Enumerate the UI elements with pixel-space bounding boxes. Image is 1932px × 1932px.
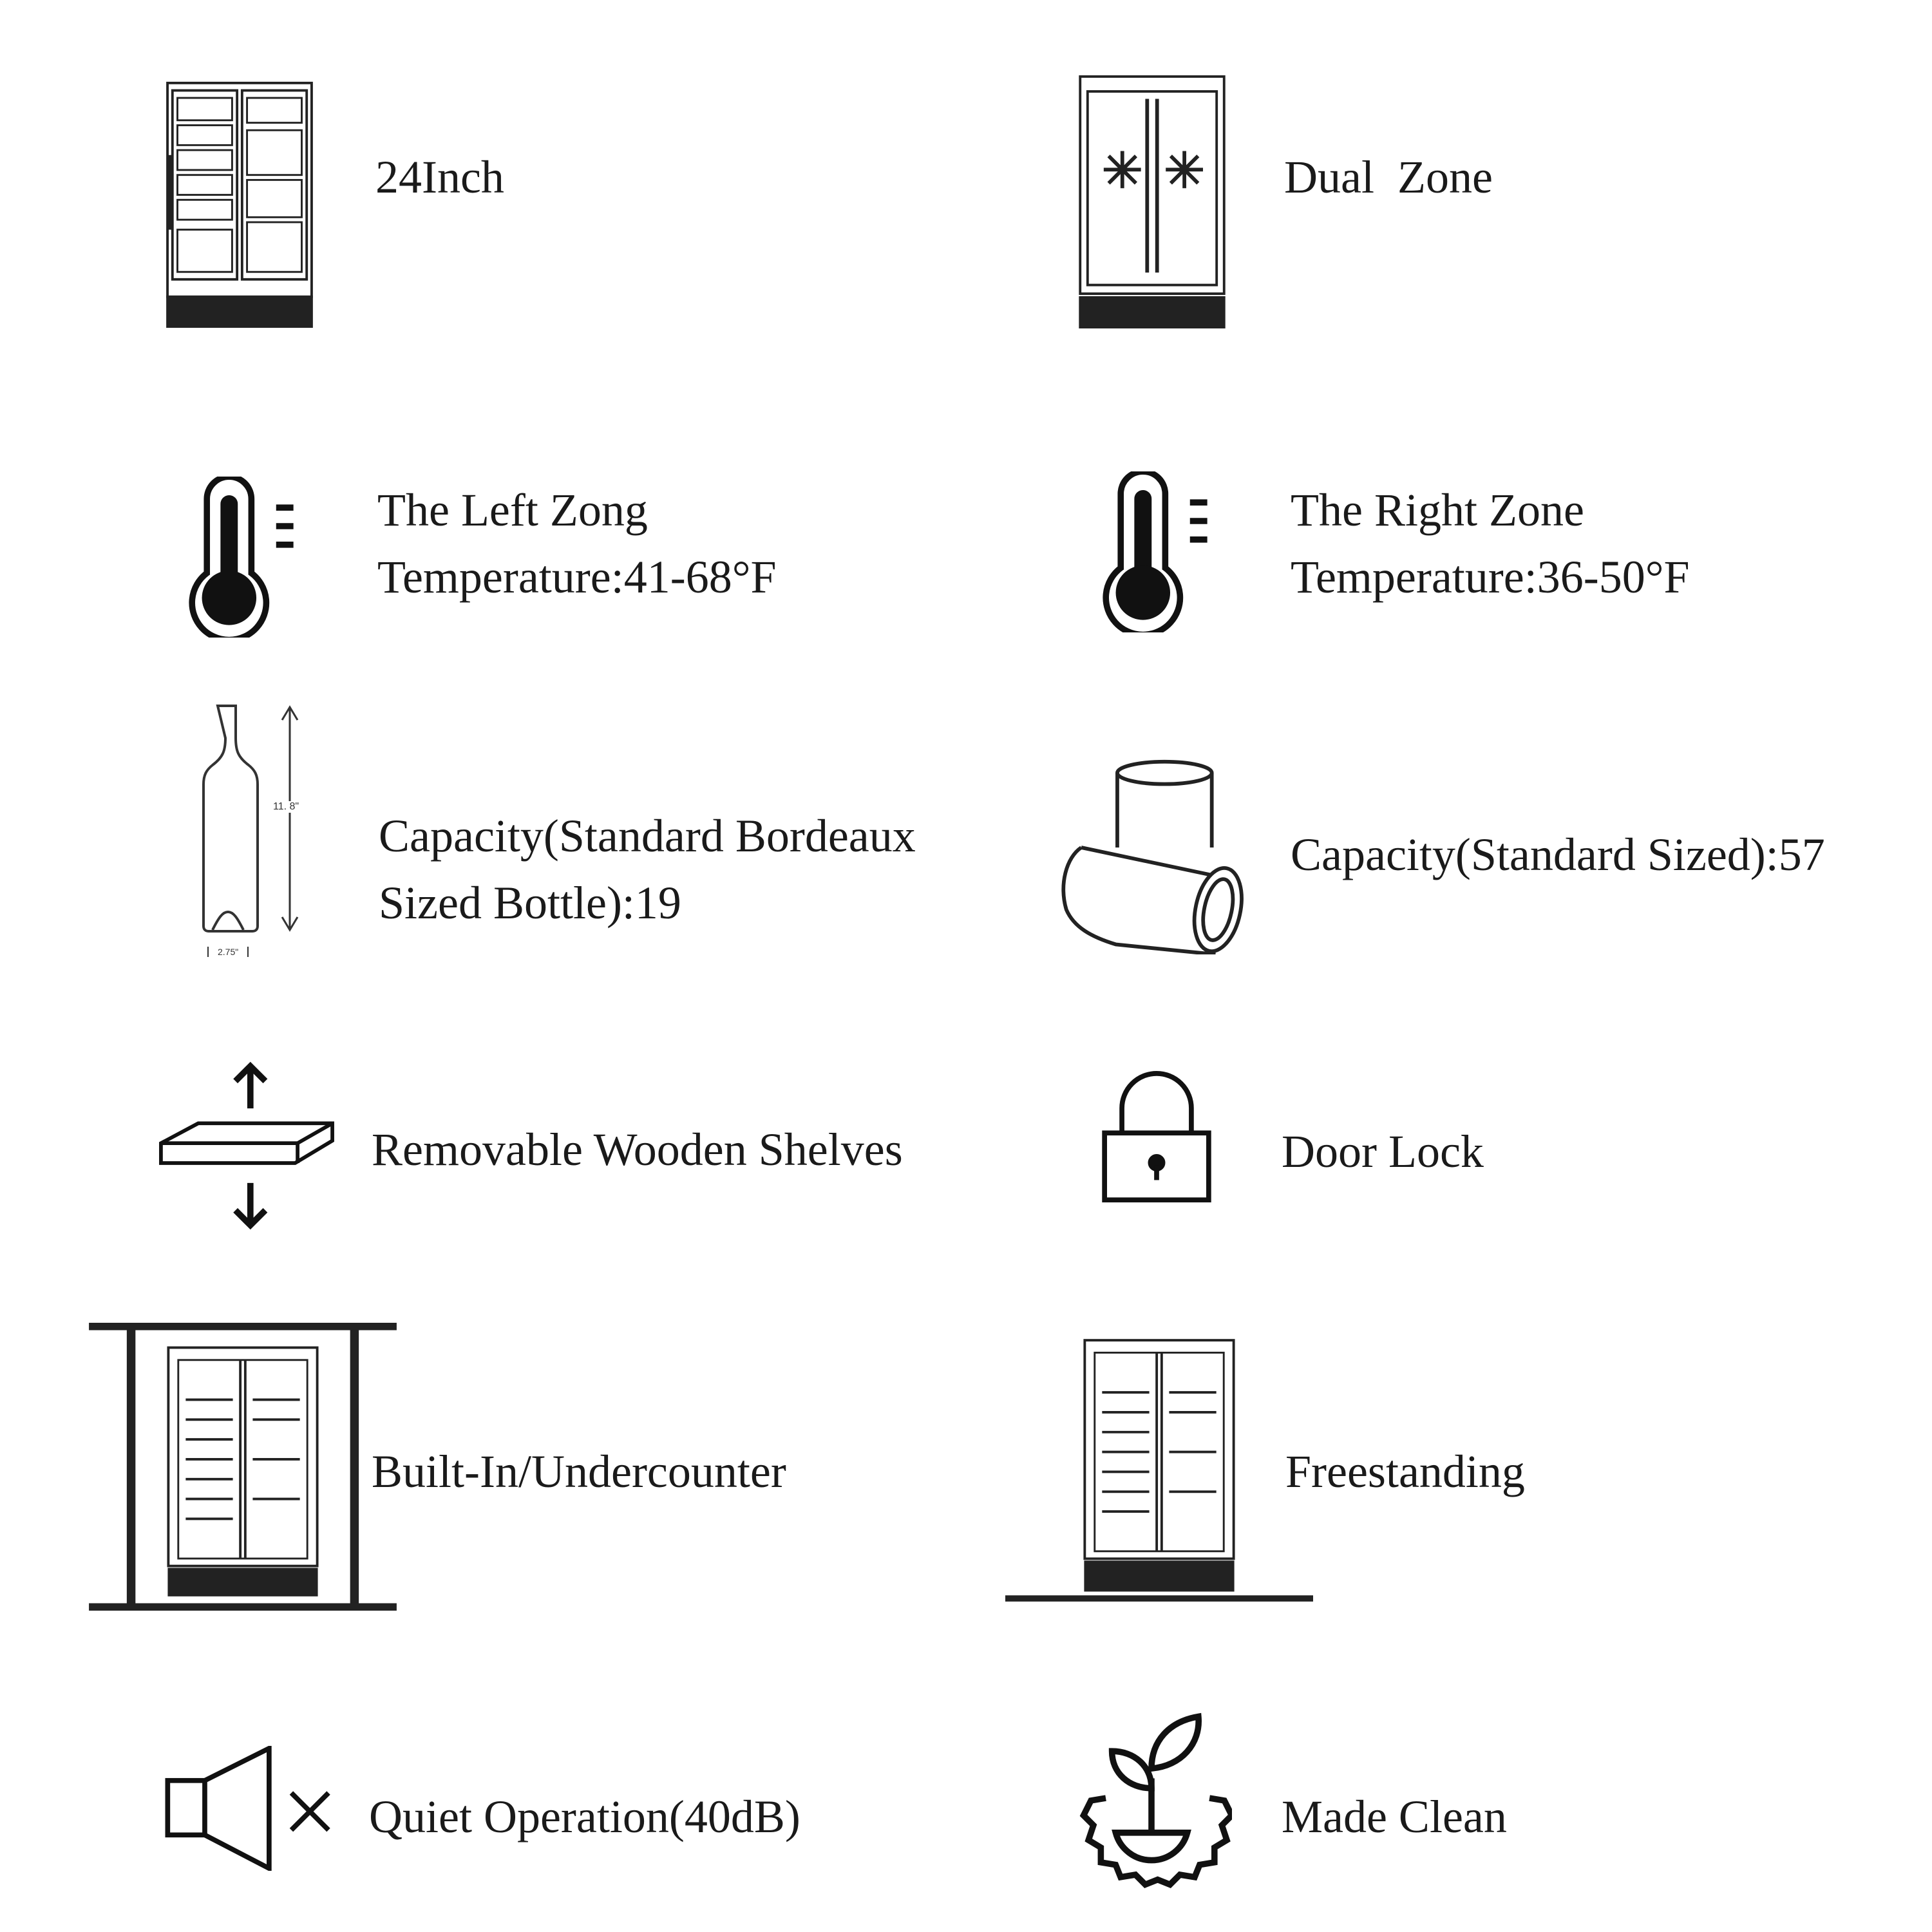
built-in-fridge-icon [89,1323,397,1611]
quiet-label: Quiet Operation(40dB) [369,1791,800,1842]
bottle-width-label: 2.75" [207,947,249,957]
zones-label: Dual Zone [1284,151,1493,203]
size-label: 24Inch [375,151,504,203]
muted-speaker-icon [165,1746,337,1871]
fridge-icon [165,80,314,329]
wine-bottle-icon: 11. 8" 2.75" [193,699,309,963]
bottle-capacity-line2: Sized Bottle):19 [379,877,681,929]
freestanding-fridge-icon [1005,1338,1313,1604]
thermometer-icon [1094,471,1217,632]
clean-label: Made Clean [1282,1791,1507,1842]
built-in-label: Built-In/Undercounter [372,1446,786,1497]
left-zone-title: The Left Zong [377,484,648,536]
right-zone-title: The Right Zone [1291,484,1584,536]
left-zone-temperature: Temperature:41-68°F [377,551,777,603]
bottle-height-label: 11. 8" [273,801,299,813]
dual-zone-fridge-icon [1077,74,1227,328]
shelf-icon [158,1059,335,1233]
thermometer-icon [180,477,303,638]
freestanding-label: Freestanding [1285,1446,1525,1497]
bottle-capacity-line1: Capacity(Standard Bordeaux [379,810,916,862]
cans-icon [1059,758,1245,954]
shelves-label: Removable Wooden Shelves [372,1124,903,1175]
eco-gear-icon [1071,1709,1232,1889]
padlock-icon [1102,1071,1211,1204]
can-capacity-label: Capacity(Standard Sized):57 [1291,829,1825,880]
lock-label: Door Lock [1282,1126,1484,1177]
right-zone-temperature: Temperature:36-50°F [1291,551,1690,603]
